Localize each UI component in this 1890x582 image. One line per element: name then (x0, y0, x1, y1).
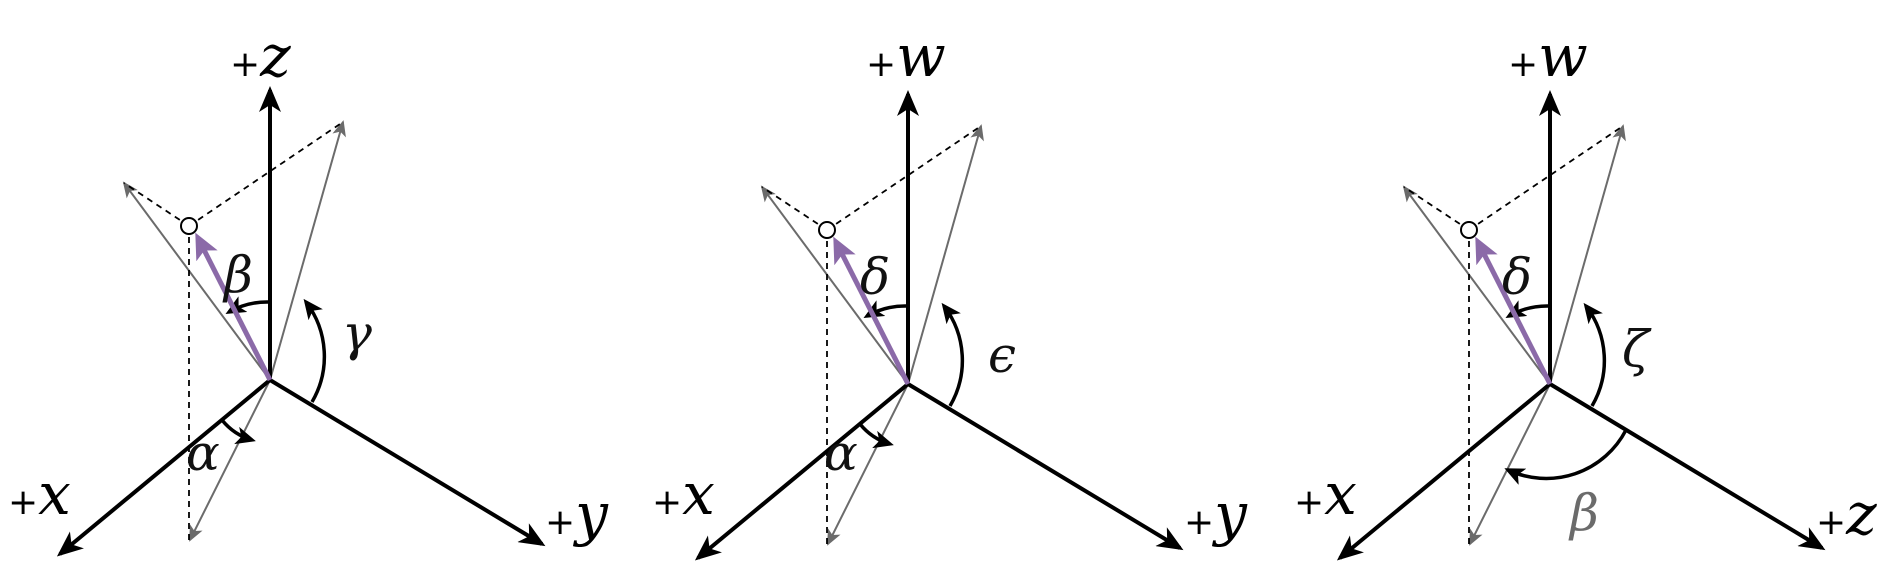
dashed-to-upper-right (826, 125, 982, 231)
panel-2: +w +x +y δ ϵ α (652, 22, 1248, 561)
proj-line-upper-left (760, 185, 909, 385)
angle-label-right-upper: γ (342, 304, 372, 362)
arc-bottom (220, 418, 256, 445)
axis-label-left: +x (652, 460, 715, 528)
proj-line-upper-right (907, 124, 984, 385)
axis-left (694, 382, 910, 561)
arc-right-upper (1583, 302, 1607, 407)
purple-vector (833, 236, 911, 386)
angle-label-right-upper: ϵ (988, 326, 1016, 384)
angle-label-right-upper: ζ (1622, 320, 1652, 378)
angle-label-left-upper: β (222, 246, 253, 304)
axis-right (268, 378, 546, 547)
panel-3: +w +x +z δ ζ β (1294, 22, 1877, 561)
axis-right (1548, 382, 1826, 551)
proj-line-upper-right (1549, 124, 1626, 385)
angle-label-bottom: α (824, 424, 858, 482)
proj-line-lower (827, 383, 909, 546)
axis-left (56, 378, 272, 557)
purple-vector (1475, 236, 1553, 386)
angle-label-bottom: β (1568, 484, 1599, 542)
arc-bottom (1504, 429, 1628, 485)
angle-label-left-upper: δ (1502, 248, 1532, 306)
axis-left (1336, 382, 1552, 561)
arc-right-upper (941, 302, 965, 407)
axis-label-right: +y (1184, 480, 1248, 548)
panel-1: +z +x +y β γ α (8, 22, 609, 557)
purple-vector (195, 232, 273, 382)
arc-left-upper (863, 300, 909, 318)
axis-label-right: +y (545, 480, 609, 548)
dashed-to-upper-right (188, 121, 344, 227)
axis-label-left: +x (1294, 460, 1357, 528)
proj-line-lower (1469, 383, 1551, 546)
dashed-to-upper-left (1403, 186, 1470, 231)
axis-label-vertical: +w (1508, 22, 1588, 90)
dashed-to-upper-left (123, 182, 190, 227)
axis-label-right: +z (1816, 480, 1877, 548)
vector-endpoint (180, 217, 198, 235)
angle-label-bottom: α (186, 424, 220, 482)
angle-label-left-upper: δ (860, 248, 890, 306)
arc-left-upper (225, 296, 271, 314)
vector-endpoint (818, 221, 836, 239)
proj-line-upper-right (269, 120, 346, 381)
dashed-to-upper-right (1468, 125, 1624, 231)
arc-bottom (858, 422, 894, 449)
proj-line-upper-left (1402, 185, 1551, 385)
dashed-to-upper-left (761, 186, 828, 231)
axis-right (906, 382, 1184, 551)
axis-label-left: +x (8, 460, 71, 528)
arc-left-upper (1505, 300, 1551, 318)
proj-line-lower (189, 379, 271, 542)
vector-endpoint (1460, 221, 1478, 239)
arc-right-upper (303, 298, 327, 403)
axis-label-vertical: +z (230, 22, 291, 90)
axis-label-vertical: +w (866, 22, 946, 90)
proj-line-upper-left (122, 181, 271, 381)
